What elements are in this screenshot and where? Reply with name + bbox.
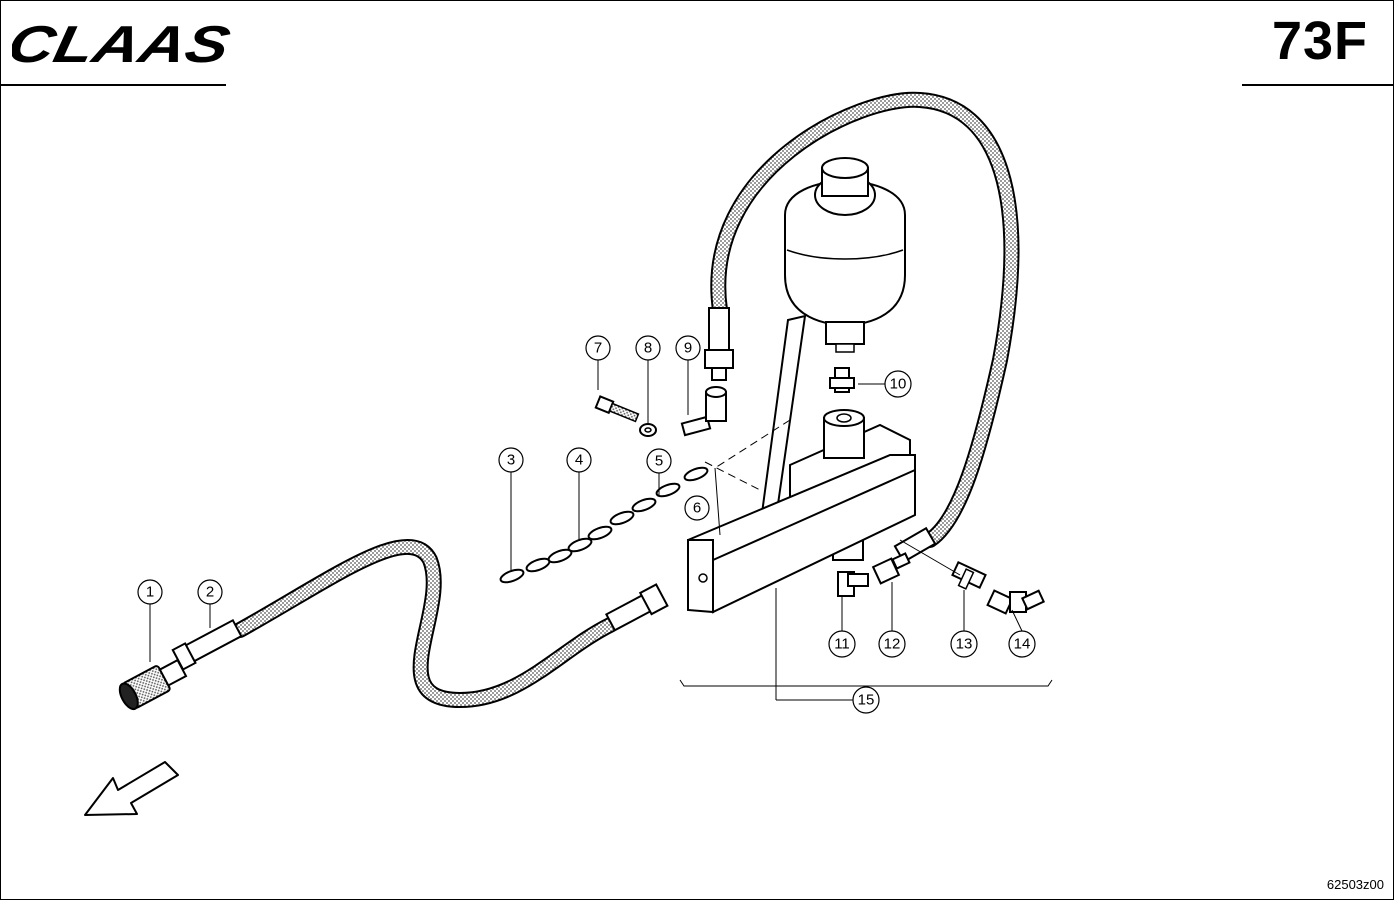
fitting-11 [837, 571, 869, 597]
callout-6: 6 [684, 495, 710, 521]
page-code: 73F [1271, 11, 1368, 71]
callout-9: 9 [675, 335, 701, 361]
svg-text:6: 6 [693, 500, 701, 517]
callout-8: 8 [635, 335, 661, 361]
svg-text:7: 7 [594, 340, 602, 357]
header-rule-right [1242, 84, 1394, 86]
svg-text:13: 13 [956, 636, 973, 653]
brand-logo-text: CLAAS [12, 20, 235, 68]
svg-text:5: 5 [655, 453, 663, 470]
svg-text:15: 15 [858, 692, 875, 709]
lower-hose [171, 539, 669, 709]
upper-hose [704, 91, 1020, 564]
arrow-icon [84, 761, 179, 816]
svg-text:14: 14 [1014, 636, 1031, 653]
callout-15: 15 [852, 686, 880, 714]
svg-text:9: 9 [684, 340, 692, 357]
svg-text:10: 10 [890, 376, 907, 393]
fitting-14 [986, 589, 1046, 615]
svg-text:1: 1 [146, 584, 154, 601]
svg-text:4: 4 [575, 452, 583, 469]
callout-7: 7 [585, 335, 611, 361]
washer-8 [639, 423, 657, 437]
callout-13: 13 [950, 630, 978, 658]
quick-coupler [118, 658, 188, 711]
svg-text:2: 2 [206, 584, 214, 601]
callout-14: 14 [1008, 630, 1036, 658]
callout-3: 3 [498, 447, 524, 473]
seal-rings [499, 466, 709, 584]
fitting-13 [951, 560, 987, 590]
svg-text:3: 3 [507, 452, 515, 469]
svg-text:12: 12 [884, 636, 901, 653]
callout-11: 11 [828, 630, 856, 658]
callout-4: 4 [566, 447, 592, 473]
callout-5: 5 [646, 448, 672, 474]
callouts: 1 2 3 4 5 6 7 8 9 10 11 12 13 14 15 [137, 335, 1036, 714]
fitting-10 [829, 367, 855, 393]
drawing-id: 62503z00 [1326, 877, 1384, 892]
fitting-12 [871, 552, 911, 585]
brand-logo: CLAAS [12, 20, 235, 68]
accumulator [784, 157, 906, 353]
leader-lines [149, 360, 1053, 701]
callout-12: 12 [878, 630, 906, 658]
callout-10: 10 [884, 370, 912, 398]
elbow-fitting-9 [680, 386, 727, 437]
callout-1: 1 [137, 579, 163, 605]
valve-block [687, 314, 916, 614]
svg-text:8: 8 [644, 340, 652, 357]
bolt-7 [594, 395, 640, 423]
svg-text:11: 11 [834, 636, 850, 653]
header-rule-left [0, 84, 226, 86]
callout-2: 2 [197, 579, 223, 605]
